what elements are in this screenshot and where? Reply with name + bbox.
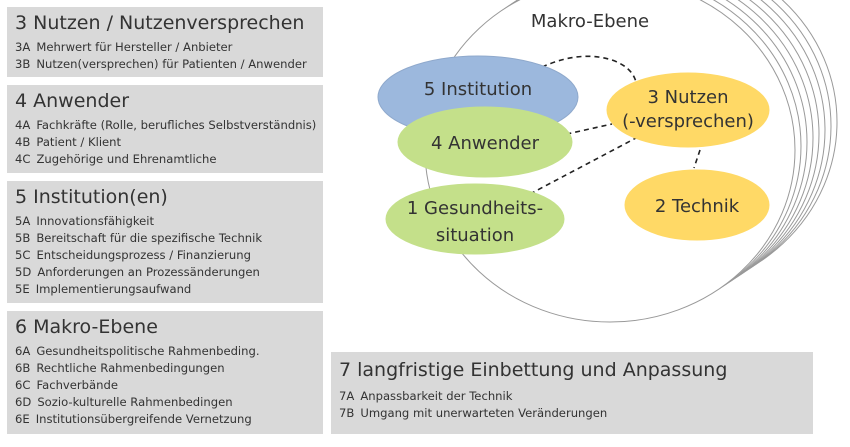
list-item: 5A Innovationsfähigkeit	[15, 213, 315, 230]
list-item: 4C Zugehörige und Ehrenamtliche	[15, 151, 315, 168]
item-text: Institutionsübergreifende Vernetzung	[35, 412, 252, 426]
list-item: 5D Anforderungen an Prozessänderungen	[15, 264, 315, 281]
item-code: 6D	[15, 395, 32, 409]
box-anwender: 4 Anwender 4A Fachkräfte (Rolle, beruflic…	[7, 85, 323, 173]
item-code: 6E	[15, 412, 30, 426]
connector-technik-nutzen	[693, 149, 701, 169]
item-text: Entscheidungsprozess / Finanzierung	[36, 248, 251, 262]
list-item: 7B Umgang mit unerwarteten Veränderungen	[339, 405, 805, 422]
node-gesundheit-label-line1: 1 Gesundheits-	[407, 198, 543, 219]
item-code: 3A	[15, 40, 31, 54]
list-item: 5B Bereitschaft für die spezifische Techn…	[15, 230, 315, 247]
node-nutzen-label-line2: (-versprechen)	[622, 111, 754, 132]
item-code: 6C	[15, 378, 31, 392]
item-code: 7A	[339, 389, 355, 403]
item-code: 7B	[339, 406, 355, 420]
list-item: 4B Patient / Klient	[15, 134, 315, 151]
box-institution-title: 5 Institution(en)	[15, 186, 168, 208]
box-nutzen: 3 Nutzen / Nutzenversprechen 3A Mehrwert …	[7, 7, 323, 77]
node-nutzen-label-line1: 3 Nutzen	[647, 87, 728, 108]
node-institution-label: 5 Institution	[424, 79, 532, 100]
node-technik	[624, 169, 770, 241]
box-einbettung-title: 7 langfristige Einbettung und Anpassung	[339, 359, 728, 381]
box-anwender-title: 4 Anwender	[15, 90, 129, 112]
list-item: 3B Nutzen(versprechen) für Patienten / An…	[15, 56, 315, 73]
list-item: 6B Rechtliche Rahmenbedingungen	[15, 360, 315, 377]
makro-ebene-label: Makro-Ebene	[531, 11, 649, 32]
list-item: 6D Sozio-kulturelle Rahmenbedingen	[15, 394, 315, 411]
item-code: 5D	[15, 265, 32, 279]
item-text: Gesundheitspolitische Rahmenbeding.	[36, 344, 260, 358]
list-item: 5E Implementierungsaufwand	[15, 281, 315, 298]
list-item: 3A Mehrwert für Hersteller / Anbieter	[15, 39, 315, 56]
item-text: Implementierungsaufwand	[35, 282, 192, 296]
item-text: Rechtliche Rahmenbedingungen	[36, 361, 225, 375]
item-text: Zugehörige und Ehrenamtliche	[36, 152, 217, 166]
item-code: 6A	[15, 344, 31, 358]
node-anwender	[397, 106, 573, 178]
item-text: Bereitschaft für die spezifische Technik	[36, 231, 263, 245]
item-code: 4C	[15, 152, 31, 166]
item-text: Fachverbände	[36, 378, 118, 392]
node-technik-label: 2 Technik	[655, 196, 740, 217]
item-code: 3B	[15, 57, 31, 71]
node-gesundheit-label-line2: situation	[436, 225, 514, 246]
item-code: 5B	[15, 231, 31, 245]
item-code: 5A	[15, 214, 31, 228]
item-text: Nutzen(versprechen) für Patienten / Anwe…	[36, 57, 307, 71]
item-text: Umgang mit unerwarteten Veränderungen	[360, 406, 608, 420]
item-text: Mehrwert für Hersteller / Anbieter	[36, 40, 233, 54]
box-makro: 6 Makro-Ebene 6A Gesundheitspolitische Ra…	[7, 311, 323, 434]
item-text: Patient / Klient	[36, 135, 122, 149]
box-institution: 5 Institution(en) 5A Innovationsfähigkeit…	[7, 181, 323, 303]
node-nutzen	[606, 72, 770, 148]
list-item: 6A Gesundheitspolitische Rahmenbeding.	[15, 343, 315, 360]
box-makro-title: 6 Makro-Ebene	[15, 316, 158, 338]
item-text: Anforderungen an Prozessänderungen	[37, 265, 260, 279]
item-code: 6B	[15, 361, 31, 375]
item-text: Innovationsfähigkeit	[36, 214, 155, 228]
list-item: 7A Anpassbarkeit der Technik	[339, 388, 805, 405]
connector-gesundheit-nutzen	[529, 137, 637, 195]
list-item: 6E Institutionsübergreifende Vernetzung	[15, 411, 315, 428]
box-nutzen-title: 3 Nutzen / Nutzenversprechen	[15, 12, 305, 34]
list-item: 4A Fachkräfte (Rolle, berufliches Selbstv…	[15, 117, 317, 134]
item-text: Fachkräfte (Rolle, berufliches Selbstver…	[36, 118, 317, 132]
item-code: 4A	[15, 118, 31, 132]
connector-institution-nutzen	[541, 55, 637, 83]
item-code: 5E	[15, 282, 30, 296]
item-code: 4B	[15, 135, 31, 149]
node-anwender-label: 4 Anwender	[431, 133, 540, 154]
item-code: 5C	[15, 248, 31, 262]
node-gesundheit	[385, 183, 565, 255]
item-text: Anpassbarkeit der Technik	[360, 389, 513, 403]
list-item: 6C Fachverbände	[15, 377, 315, 394]
list-item: 5C Entscheidungsprozess / Finanzierung	[15, 247, 315, 264]
item-text: Sozio-kulturelle Rahmenbedingen	[37, 395, 233, 409]
box-einbettung: 7 langfristige Einbettung und Anpassung …	[331, 352, 813, 434]
